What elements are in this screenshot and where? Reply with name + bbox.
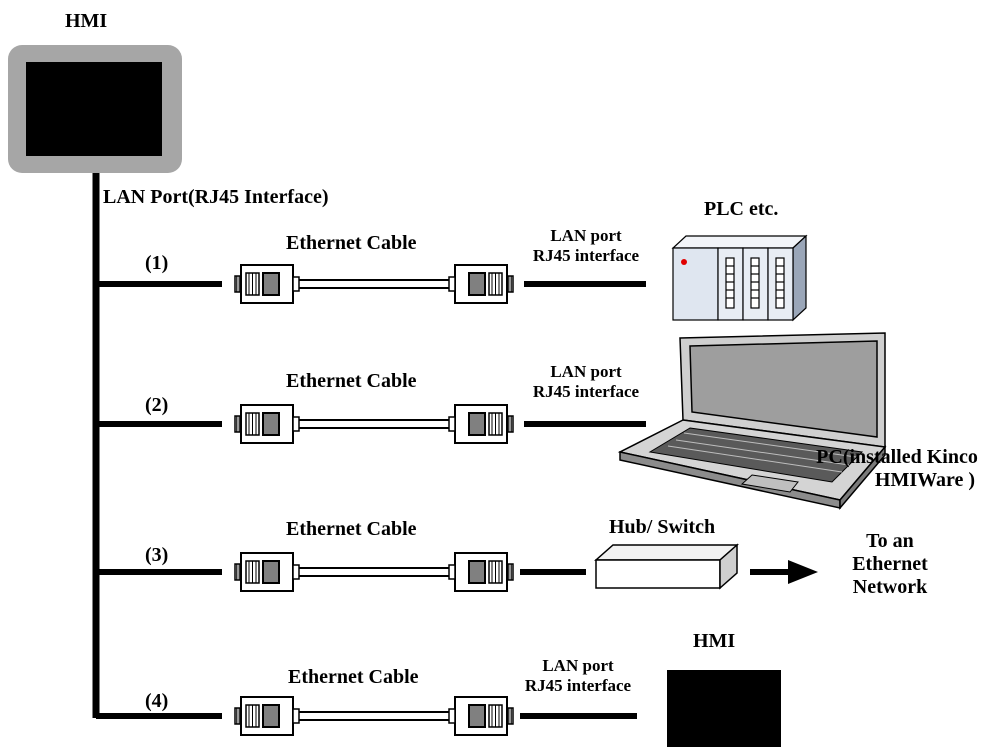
- branch-1-index: (1): [145, 252, 169, 274]
- branch-1-port-label: LAN port RJ45 interface: [518, 226, 654, 265]
- pc-label: PC(installed Kinco HMIWare ): [786, 446, 1008, 492]
- branch-3-index: (3): [145, 544, 169, 566]
- branch-1-port-line1: LAN port: [550, 226, 622, 245]
- branch-4: [96, 696, 637, 736]
- plc-label: PLC etc.: [704, 198, 779, 220]
- branch-3-cable-label: Ethernet Cable: [286, 518, 417, 540]
- branch-4-cable-label: Ethernet Cable: [288, 666, 419, 688]
- network-label-line1: To an: [866, 530, 914, 552]
- branch-4-port-label: LAN port RJ45 interface: [510, 656, 646, 695]
- network-label: To an Ethernet Network: [830, 530, 950, 599]
- branch-2: [96, 404, 646, 444]
- hub-switch-icon: [594, 543, 739, 590]
- branch-2-index: (2): [145, 394, 169, 416]
- laptop-icon: [617, 332, 887, 511]
- pc-label-line1: PC(installed Kinco: [816, 446, 978, 468]
- network-label-line3: Network: [852, 576, 928, 598]
- branch-1: [96, 264, 646, 304]
- hmi-bottom-label: HMI: [693, 630, 736, 652]
- hub-label: Hub/ Switch: [609, 516, 716, 538]
- branch-2-port-line2: RJ45 interface: [532, 381, 640, 401]
- branch-1-cable-label: Ethernet Cable: [286, 232, 417, 254]
- hmi-bottom-screen: [667, 670, 781, 747]
- network-arrow: [750, 560, 818, 584]
- hmi-top-screen: [26, 62, 162, 156]
- branch-1-port-line2: RJ45 interface: [532, 245, 640, 265]
- branch-3: [96, 552, 586, 592]
- branch-4-index: (4): [145, 690, 169, 712]
- network-label-line2: Ethernet: [852, 553, 928, 575]
- branch-2-port-label: LAN port RJ45 interface: [518, 362, 654, 401]
- branch-4-port-line2: RJ45 interface: [524, 675, 632, 695]
- lan-port-label: LAN Port(RJ45 Interface): [103, 186, 329, 208]
- branch-4-port-line1: LAN port: [542, 656, 614, 675]
- pc-label-line2: HMIWare ): [874, 469, 976, 491]
- hmi-top-label: HMI: [65, 10, 108, 32]
- plc-icon: [671, 234, 808, 322]
- branch-2-cable-label: Ethernet Cable: [286, 370, 417, 392]
- branch-2-port-line1: LAN port: [550, 362, 622, 381]
